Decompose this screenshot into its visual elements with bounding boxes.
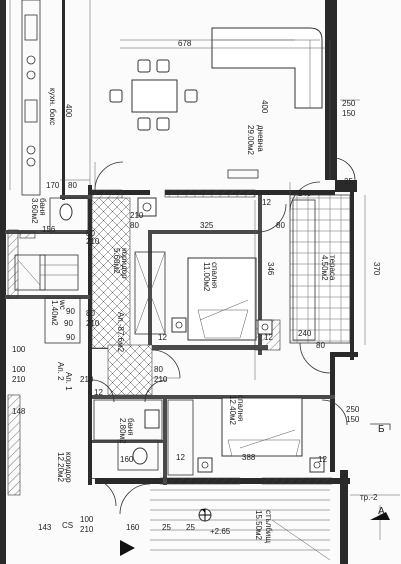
dim-text: 240: [298, 329, 312, 338]
bedroom-2: [167, 397, 325, 476]
dim-text: 80: [276, 221, 285, 230]
room-name-wc: wc: [58, 299, 67, 310]
dim-text: 12: [176, 453, 185, 462]
section-b-marker: Б: [378, 424, 385, 435]
dim-text: 80: [68, 181, 77, 190]
dim-text: 90: [66, 333, 75, 342]
apartment-1-label: Ап. 1: [64, 372, 73, 391]
section-a-marker: A: [378, 506, 385, 517]
dim-text: 80: [86, 309, 95, 318]
bottom-bath: [93, 399, 163, 471]
dim-text: 148: [12, 407, 26, 416]
inner-walls: [5, 195, 335, 485]
room-area-bedroom2: 12.40м2: [228, 395, 237, 426]
terrace: [289, 194, 351, 344]
room-area-living: 29.00м2: [246, 125, 255, 156]
dim-text: 160: [120, 455, 134, 464]
dim-text: 25: [344, 177, 353, 186]
dim-text: 325: [200, 221, 214, 230]
dim-text: 150: [342, 109, 356, 118]
apartment-2-label: Ап. 2: [56, 362, 65, 381]
dimension-texts: 678 400 400 325 346 250 150 370 240 80 1…: [12, 39, 381, 534]
room-name-bedroom2: спалня: [236, 395, 245, 421]
dim-text: 90: [64, 319, 73, 328]
elevation-label: +2.65: [210, 527, 231, 536]
room-area-stairwell: 15.50м2: [254, 510, 263, 541]
room-area-bath-bottom: 2.80м2: [118, 418, 127, 444]
dim-text: 80: [316, 341, 325, 350]
room-name-corridor-bottom: коридор: [64, 452, 73, 483]
section-a-arrow: [370, 512, 390, 520]
dim-text: 80: [130, 221, 139, 230]
dim-text: 370: [372, 262, 381, 276]
dim-text: 210: [80, 375, 94, 384]
dim-text: 210: [12, 375, 26, 384]
section-b-arrow: [370, 423, 391, 430]
apartment-label: Ап.-87.6м2: [116, 312, 125, 353]
stair-block: [14, 254, 81, 344]
bedroom-1: [171, 257, 273, 341]
dim-text: 346: [266, 262, 275, 276]
dim-text: 143: [38, 523, 52, 532]
dim-text: 210: [86, 319, 100, 328]
room-area-bath-top: 3.60м2: [30, 198, 39, 224]
dim-text: 210: [80, 525, 94, 534]
dim-text: 90: [66, 307, 75, 316]
dim-text: 156: [42, 225, 56, 234]
dim-text: 400: [64, 104, 73, 118]
room-name-terrace: тераса: [328, 255, 337, 281]
room-name-bath-bottom: баня: [126, 418, 135, 436]
hatched-walls: [7, 189, 333, 496]
room-area-bedroom1: 11.00м2: [202, 262, 211, 292]
dim-text: 210: [86, 237, 100, 246]
room-name-corridor: коридор: [120, 248, 129, 279]
tr-label: тр.-2: [360, 493, 378, 502]
dim-text: 678: [178, 39, 192, 48]
dim-text: 210: [130, 211, 144, 220]
stairwell: [150, 489, 331, 561]
cs-label: CS: [62, 521, 73, 530]
kitchen-counter: [9, 0, 41, 196]
entry-arrow: [120, 540, 135, 556]
dim-text: 80: [154, 365, 163, 374]
room-name-bedroom1: спалня: [210, 262, 219, 288]
room-area-wc: 1.40м2: [50, 300, 59, 326]
dim-text: 12: [158, 333, 167, 342]
door-swings: [87, 157, 356, 515]
dimension-lines: [60, 47, 400, 540]
room-labels: дневна 29.00м2 кухн. бокс баня 3.60м2 ко…: [30, 88, 337, 543]
room-area-corridor-bottom: 12.20м2: [56, 452, 65, 483]
dim-text: 12: [94, 388, 103, 397]
dim-text: 210: [154, 375, 168, 384]
dim-text: 100: [12, 365, 26, 374]
dim-text: 250: [346, 405, 360, 414]
dim-text: 250: [342, 99, 356, 108]
room-name-bath-top: баня: [38, 198, 47, 216]
room-area-corridor: 5.60м2: [112, 248, 121, 274]
dim-text: 388: [242, 453, 256, 462]
dim-text: 25: [162, 523, 171, 532]
dim-text: 12: [262, 198, 271, 207]
dim-text: 150: [346, 415, 360, 424]
room-name-stairwell: стълбищ: [264, 510, 273, 543]
dim-text: 240: [298, 189, 312, 198]
dim-text: 25: [186, 523, 195, 532]
misc-labels: +2.65 Б A CS тр.-2: [62, 423, 391, 556]
dim-text: 160: [126, 523, 140, 532]
dim-text: 400: [260, 100, 269, 114]
room-name-living: дневна: [256, 125, 265, 152]
dim-text: 80: [86, 229, 95, 238]
dim-text: 12: [264, 333, 273, 342]
dim-text: 100: [80, 515, 94, 524]
dim-text: 12: [318, 455, 327, 464]
dim-text: 100: [12, 345, 26, 354]
dim-text: 170: [46, 181, 60, 190]
top-bath: [49, 197, 157, 234]
room-name-kitchen: кухн. бокс: [48, 88, 57, 125]
corridor: [91, 197, 166, 396]
room-area-terrace: 4.50м2: [320, 255, 329, 281]
